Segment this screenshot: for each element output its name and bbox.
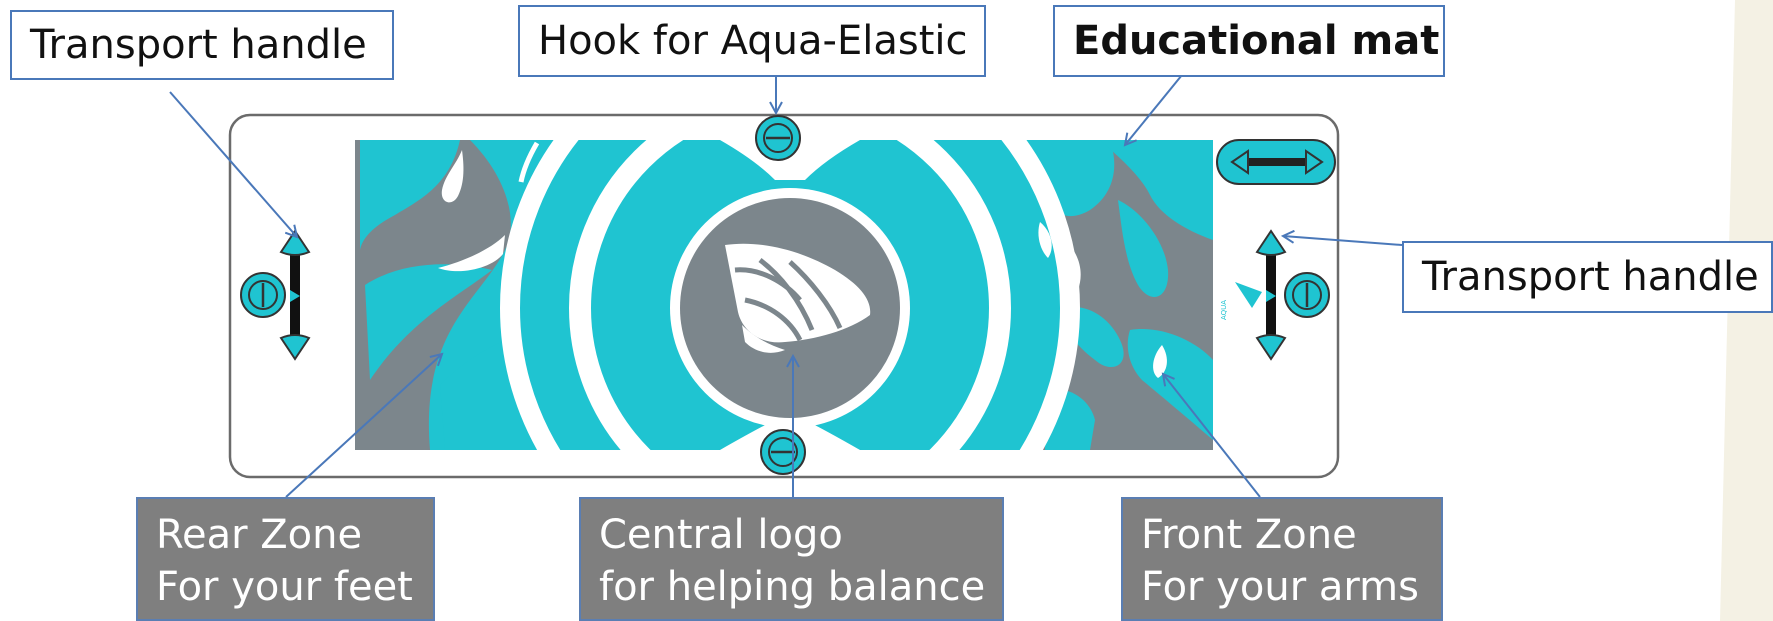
label-transport-handle-left: Transport handle <box>10 10 394 80</box>
label-educational-mat: Educational mat <box>1053 5 1445 77</box>
label-rear-zone: Rear Zone For your feet <box>136 497 435 621</box>
rear-zone-subtitle: For your feet <box>156 564 413 610</box>
front-zone-title: Front Zone <box>1141 512 1357 558</box>
rear-zone-title: Rear Zone <box>156 512 363 558</box>
label-transport-handle-right: Transport handle <box>1402 241 1773 313</box>
hook-icon <box>1284 272 1330 318</box>
label-central-logo: Central logo for helping balance <box>579 497 1004 621</box>
side-logo-icon: AQUA <box>1220 282 1262 320</box>
central-logo-icon <box>725 243 871 353</box>
transport-handle-icon <box>1255 229 1287 361</box>
central-logo-title: Central logo <box>599 512 843 558</box>
front-zone-subtitle: For your arms <box>1141 564 1419 610</box>
transport-handle-icon <box>279 229 311 361</box>
central-logo-subtitle: for helping balance <box>599 564 986 610</box>
hook-icon <box>760 429 806 475</box>
hook-icon <box>755 115 801 161</box>
hook-icon <box>240 272 286 318</box>
stored-handle-icon <box>1216 139 1336 185</box>
label-hook-aqua-elastic: Hook for Aqua-Elastic <box>518 5 986 77</box>
label-front-zone: Front Zone For your arms <box>1121 497 1443 621</box>
callout-lines <box>169 58 1403 498</box>
svg-text:AQUA: AQUA <box>1220 300 1228 320</box>
